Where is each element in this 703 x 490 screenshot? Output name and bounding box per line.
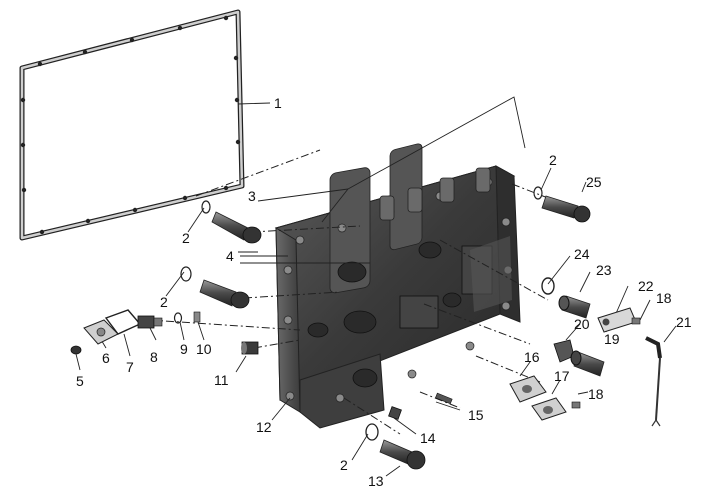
- oring-part-24: [541, 277, 555, 295]
- label-part-15: 15: [468, 407, 484, 423]
- label-part-2-d: 2: [340, 457, 348, 473]
- label-part-5: 5: [76, 373, 84, 389]
- label-part-25: 25: [586, 174, 602, 190]
- oring-part-9: [173, 312, 183, 324]
- pin-part-15: [435, 392, 453, 405]
- label-part-1: 1: [274, 95, 282, 111]
- plug-part-10: [193, 311, 201, 323]
- label-part-10: 10: [196, 341, 212, 357]
- screw-part-5: [70, 345, 82, 355]
- label-part-2-c: 2: [549, 152, 557, 168]
- bolt-part-13: [365, 423, 426, 470]
- label-part-18-lower: 18: [588, 386, 604, 402]
- sensor-part-21: [645, 336, 662, 427]
- cover-part-6: [83, 319, 119, 345]
- fitting-part-11: [241, 341, 259, 355]
- bolt-part-25: [533, 186, 591, 223]
- plate-part-16: [509, 375, 547, 403]
- plug-part-14: [388, 406, 402, 420]
- label-part-7: 7: [126, 359, 134, 375]
- screw-part-18-upper: [631, 317, 641, 325]
- label-part-24: 24: [574, 246, 590, 262]
- label-part-3: 3: [248, 188, 256, 204]
- label-part-21: 21: [676, 314, 692, 330]
- assembly-axes: [149, 149, 549, 435]
- label-part-17: 17: [554, 368, 570, 384]
- valve-body-housing: [274, 143, 521, 429]
- label-part-11: 11: [214, 372, 229, 388]
- gasket-part: [19, 9, 245, 241]
- label-part-14: 14: [420, 430, 436, 446]
- label-part-2-b: 2: [160, 294, 168, 310]
- label-part-8: 8: [150, 349, 158, 365]
- solenoid-part-19: [570, 350, 605, 377]
- label-part-16: 16: [524, 349, 540, 365]
- part-labels: 1 3 4 2 2 2 2 25 24 23 22 18 21 20 19 16…: [76, 95, 692, 489]
- label-part-13: 13: [368, 473, 384, 489]
- label-part-23: 23: [596, 262, 612, 278]
- label-part-20: 20: [574, 316, 590, 332]
- label-part-9: 9: [180, 341, 188, 357]
- plate-part-17: [531, 397, 567, 421]
- label-part-12: 12: [256, 419, 272, 435]
- label-part-2-a: 2: [182, 230, 190, 246]
- label-part-6: 6: [102, 350, 110, 366]
- sensor-part-8: [137, 315, 163, 329]
- bracket-part-22: [597, 307, 637, 333]
- label-part-22: 22: [638, 278, 654, 294]
- label-part-18-upper: 18: [656, 290, 672, 306]
- solenoid-part-23: [558, 295, 591, 319]
- label-part-19: 19: [604, 331, 620, 347]
- screw-part-18-lower: [571, 401, 581, 409]
- bolt-part-3: [201, 200, 262, 244]
- bolt-part-4: [180, 266, 250, 309]
- label-part-4: 4: [226, 248, 234, 264]
